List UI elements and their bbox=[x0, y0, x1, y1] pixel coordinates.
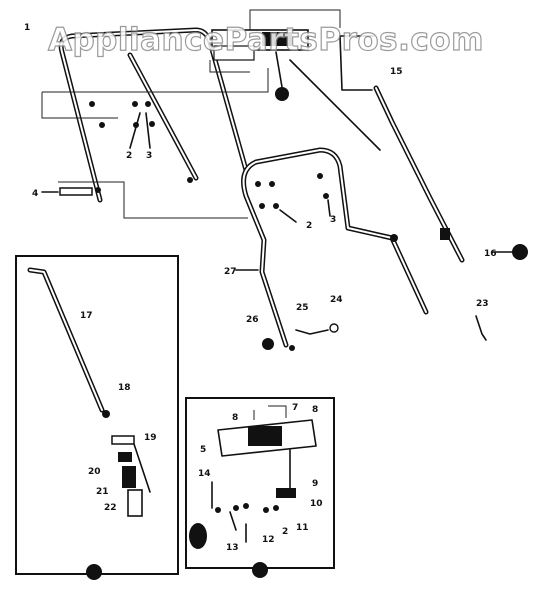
callout-4: 4 bbox=[32, 189, 38, 199]
lower-handle bbox=[235, 147, 487, 351]
callout-23: 23 bbox=[476, 299, 489, 309]
callout-11: 11 bbox=[296, 523, 309, 533]
callout-19: 19 bbox=[144, 433, 157, 443]
callout-5: 5 bbox=[200, 445, 206, 455]
callout-3b: 3 bbox=[330, 215, 336, 225]
callout-14: 14 bbox=[198, 469, 211, 479]
callout-10: 10 bbox=[310, 499, 323, 509]
callout-2b: 2 bbox=[306, 221, 312, 231]
callout-8: 8 bbox=[232, 413, 238, 423]
callout-8b: 8 bbox=[312, 405, 318, 415]
callout-12: 12 bbox=[262, 535, 275, 545]
control-box bbox=[211, 29, 381, 151]
callout-2: 2 bbox=[126, 151, 132, 161]
callout-7: 7 bbox=[292, 403, 298, 413]
control-cable bbox=[373, 85, 528, 263]
callout-24: 24 bbox=[330, 295, 343, 305]
left-bracket bbox=[41, 187, 93, 196]
callout-15: 15 bbox=[390, 67, 403, 77]
callout-16: 16 bbox=[484, 249, 497, 259]
callout-17: 17 bbox=[80, 311, 93, 321]
callout-21: 21 bbox=[96, 487, 109, 497]
watermark: AppliancePartsPros.com bbox=[47, 21, 484, 58]
upper-handle bbox=[58, 27, 249, 203]
callout-3: 3 bbox=[146, 151, 152, 161]
callout-2c: 2 bbox=[282, 527, 288, 537]
callout-26: 26 bbox=[246, 315, 259, 325]
inset-left bbox=[15, 255, 179, 580]
callout-labels: 1 2 3 4 15 2 3 16 27 25 24 26 23 17 18 1… bbox=[24, 23, 497, 553]
callout-13: 13 bbox=[226, 543, 239, 553]
callout-22: 22 bbox=[104, 503, 117, 513]
callout-18: 18 bbox=[118, 383, 131, 393]
reference-lines bbox=[41, 9, 341, 219]
callout-9: 9 bbox=[312, 479, 318, 489]
callout-20: 20 bbox=[88, 467, 101, 477]
callout-25: 25 bbox=[296, 303, 309, 313]
inset-right bbox=[185, 397, 335, 578]
callout-1: 1 bbox=[24, 23, 30, 33]
callout-27: 27 bbox=[224, 267, 237, 277]
